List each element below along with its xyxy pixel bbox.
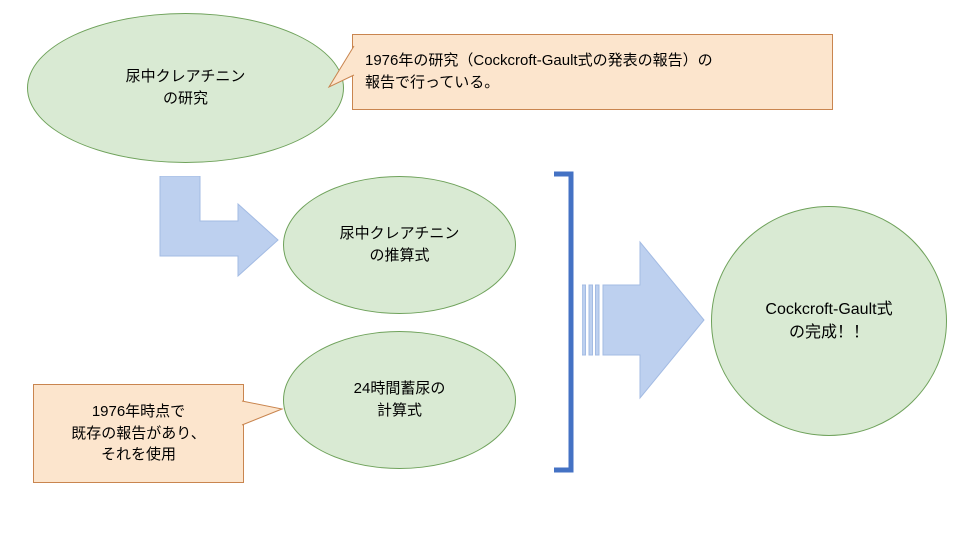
ellipse-estimation-label-line2: の推算式 [369, 247, 430, 264]
ellipse-research-label-line1: 尿中クレアチニン [125, 68, 246, 86]
callout-existing-line3: それを使用 [100, 446, 176, 464]
ellipse-research-label-line2: の研究 [162, 90, 208, 107]
circle-cockcroft-gault-complete: Cockcroft-Gault式 の完成！！ [711, 206, 947, 436]
callout-tail-left [327, 45, 355, 89]
callout-1976-existing-report: 1976年時点で 既存の報告があり、 それを使用 [33, 384, 284, 483]
bent-arrow [159, 176, 279, 278]
ellipse-24h-urine-formula: 24時間蓄尿の 計算式 [283, 331, 516, 469]
callout-existing-line2: 既存の報告があり、 [71, 424, 206, 442]
circle-result-label-line1: Cockcroft-Gault式 [765, 300, 893, 318]
ellipse-24h-label-line1: 24時間蓄尿の [353, 380, 446, 398]
ellipse-24h-label-line2: 計算式 [376, 402, 422, 419]
ellipse-urinary-creatinine-research: 尿中クレアチニン の研究 [27, 13, 344, 163]
callout-existing-line1: 1976年時点で [91, 402, 186, 420]
callout-tail-right [241, 400, 284, 426]
callout-study-line1: 1976年の研究（Cockcroft-Gault式の発表の報告）の [365, 52, 713, 70]
callout-study-line2: 報告で行っている。 [365, 74, 500, 91]
callout-1976-study: 1976年の研究（Cockcroft-Gault式の発表の報告）の 報告で行って… [327, 34, 833, 110]
ellipse-estimation-label-line1: 尿中クレアチニン [339, 225, 460, 243]
ellipse-estimation-formula: 尿中クレアチニン の推算式 [283, 176, 516, 314]
striped-right-arrow [582, 240, 705, 400]
grouping-bracket [554, 171, 574, 473]
circle-result-label-line2: の完成！！ [788, 324, 869, 341]
